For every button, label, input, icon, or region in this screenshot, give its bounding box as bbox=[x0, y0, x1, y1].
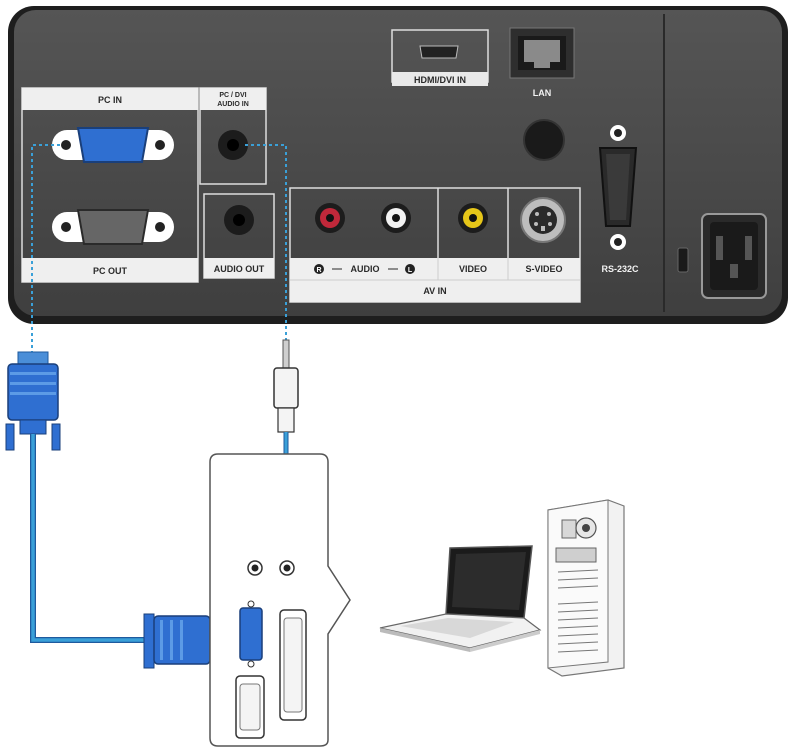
power-socket bbox=[677, 213, 767, 299]
lan-label: LAN bbox=[533, 88, 552, 98]
pc-out-label: PC OUT bbox=[93, 266, 128, 276]
lan-port: LAN bbox=[509, 27, 575, 98]
av-in-label: AV IN bbox=[423, 286, 446, 296]
pc-dvi-audio-in-port: PC / DVI AUDIO IN bbox=[199, 87, 267, 185]
round-port bbox=[523, 119, 565, 161]
av-in-block: R AUDIO L VIDEO S-VIDEO AV IN bbox=[289, 187, 581, 303]
audio-l-marker: L bbox=[408, 267, 413, 274]
desktop-tower-illustration bbox=[547, 499, 625, 677]
pc-dvi-audio-label-2: AUDIO IN bbox=[217, 101, 249, 108]
audio-r-marker: R bbox=[316, 267, 321, 274]
audio-out-port: AUDIO OUT bbox=[203, 193, 275, 279]
device-back-panel bbox=[8, 6, 788, 324]
audio-out-label: AUDIO OUT bbox=[214, 264, 265, 274]
hdmi-dvi-in-port: HDMI/DVI IN bbox=[391, 29, 489, 86]
video-label: VIDEO bbox=[459, 264, 487, 274]
laptop-illustration bbox=[379, 545, 542, 652]
pc-in-vga-port bbox=[52, 127, 174, 163]
pc-dvi-audio-label-1: PC / DVI bbox=[219, 92, 246, 99]
hdmi-label: HDMI/DVI IN bbox=[414, 75, 466, 85]
svideo-label: S-VIDEO bbox=[525, 264, 562, 274]
pc-in-label: PC IN bbox=[98, 95, 122, 105]
audio-label: AUDIO bbox=[351, 264, 380, 274]
computer-back-panel bbox=[209, 453, 351, 747]
pc-io-block: PC IN PC OUT bbox=[21, 87, 199, 283]
pc-out-vga-port bbox=[52, 209, 174, 245]
rs232c-port: RS-232C bbox=[598, 125, 639, 274]
rs232c-label: RS-232C bbox=[601, 264, 639, 274]
